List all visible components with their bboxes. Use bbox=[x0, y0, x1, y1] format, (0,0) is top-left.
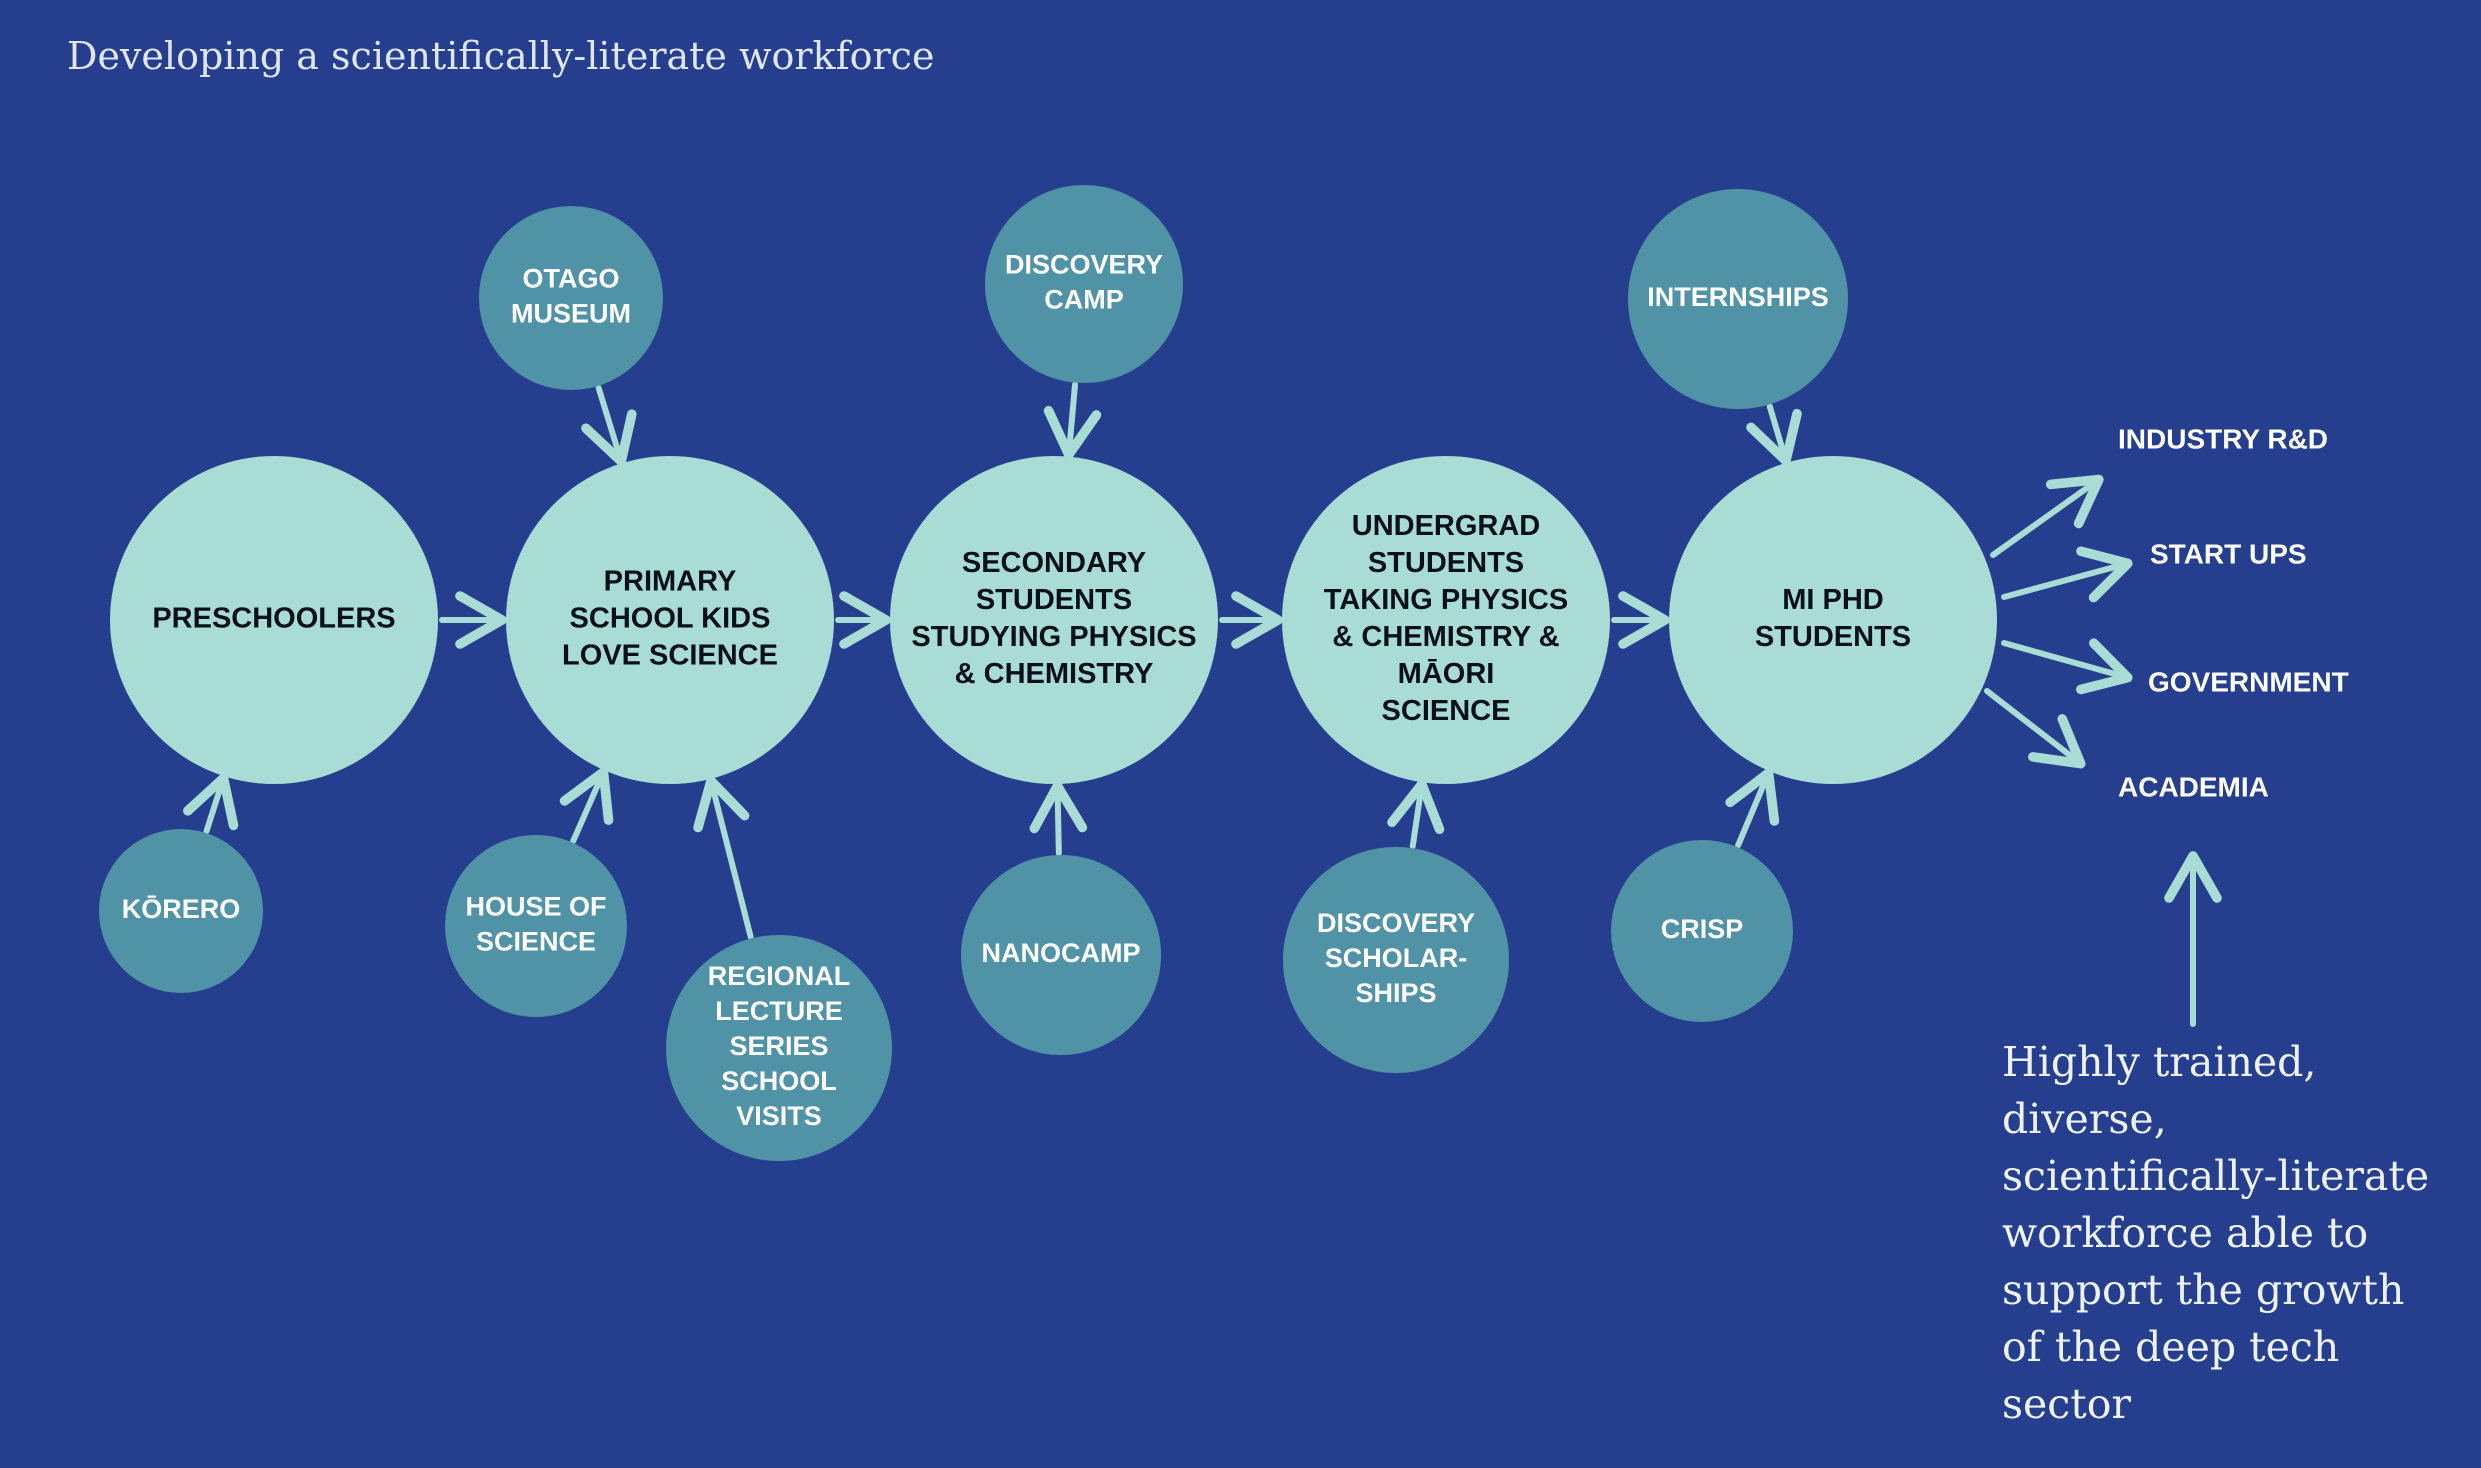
stage-undergrad-label-line: STUDENTS bbox=[1368, 547, 1524, 579]
feeder-node-house-of-science: HOUSE OF SCIENCE bbox=[445, 835, 627, 1017]
diagram-title: Developing a scientifically-literate wor… bbox=[67, 34, 935, 78]
feeder-korero-label-line: KŌRERO bbox=[122, 894, 241, 924]
feeder-regional-lecture-label-line: SCHOOL bbox=[721, 1066, 837, 1096]
feeder-circle-crisp bbox=[1611, 840, 1793, 1022]
feeder-nanocamp-label-line: NANOCAMP bbox=[982, 938, 1141, 968]
stage-preschoolers-label-line: PRESCHOOLERS bbox=[152, 603, 395, 635]
stage-circle-mi-phd bbox=[1669, 456, 1997, 784]
feeder-node-regional-lecture: REGIONAL LECTURE SERIES SCHOOL VISITS bbox=[666, 935, 892, 1161]
feeder-arrow-korero bbox=[183, 773, 239, 834]
feeder-circle-otago-museum bbox=[479, 206, 663, 390]
summary-line: workforce able to bbox=[2002, 1209, 2369, 1257]
summary-line: sector bbox=[2002, 1380, 2132, 1428]
summary-line: scientifically-literate bbox=[2002, 1152, 2430, 1200]
feeder-node-nanocamp: NANOCAMP bbox=[961, 855, 1161, 1055]
feeder-arrow-regional-lecture bbox=[693, 776, 754, 940]
stage-undergrad-label-line: MĀORI bbox=[1398, 658, 1495, 690]
feeder-regional-lecture-label-line: SERIES bbox=[729, 1031, 828, 1061]
feeder-discovery-camp-label-line: CAMP bbox=[1044, 285, 1124, 315]
outcome-label-government: GOVERNMENT bbox=[2148, 666, 2349, 697]
feeder-regional-lecture-label-line: VISITS bbox=[736, 1101, 822, 1131]
feeder-arrow-discovery-camp bbox=[1043, 381, 1102, 460]
stage-circle-secondary bbox=[890, 456, 1218, 784]
feeder-circle-discovery-camp bbox=[985, 185, 1183, 383]
stage-node-mi-phd: MI PHD STUDENTS bbox=[1669, 456, 1997, 784]
feeder-arrow-discovery-scholarships bbox=[1387, 779, 1445, 850]
feeder-crisp-label-line: CRISP bbox=[1661, 914, 1744, 944]
feeder-node-otago-museum: OTAGO MUSEUM bbox=[479, 206, 663, 390]
stage-node-primary: PRIMARY SCHOOL KIDS LOVE SCIENCE bbox=[506, 456, 834, 784]
feeder-circle-regional-lecture bbox=[666, 935, 892, 1161]
stage-primary-label-line: SCHOOL KIDS bbox=[570, 603, 771, 635]
feeder-otago-museum-label-line: MUSEUM bbox=[511, 299, 631, 329]
feeder-arrow-internships bbox=[1746, 403, 1802, 466]
outcome-arrow-start-ups bbox=[2001, 546, 2133, 603]
feeder-node-discovery-camp: DISCOVERY CAMP bbox=[985, 185, 1183, 383]
stage-node-preschoolers: PRESCHOOLERS bbox=[110, 456, 438, 784]
stage-node-undergrad: UNDERGRAD STUDENTS TAKING PHYSICS & CHEMIST… bbox=[1282, 456, 1610, 784]
feeder-circle-internships bbox=[1628, 189, 1848, 409]
feeder-arrow-house-of-science bbox=[559, 767, 614, 844]
feeder-house-of-science-label-line: SCIENCE bbox=[476, 927, 596, 957]
summary-line: support the growth bbox=[2002, 1266, 2405, 1314]
summary-text: Highly trained, diverse, scientifically-li… bbox=[2002, 1034, 2472, 1433]
outcome-label-industry-rd: INDUSTRY R&D bbox=[2118, 423, 2328, 454]
summary-line: Highly trained, bbox=[2002, 1038, 2317, 1086]
stage-mi-phd-label-line: MI PHD bbox=[1782, 584, 1884, 616]
summary-line: diverse, bbox=[2002, 1095, 2167, 1143]
stage-primary-label-line: LOVE SCIENCE bbox=[562, 640, 778, 672]
stage-circle-primary bbox=[506, 456, 834, 784]
stage-primary-label-line: PRIMARY bbox=[604, 566, 737, 598]
feeder-node-discovery-scholarships: DISCOVERY SCHOLAR- SHIPS bbox=[1283, 847, 1509, 1073]
outcome-arrow-academia bbox=[1984, 688, 2086, 769]
stage-undergrad-label-line: SCIENCE bbox=[1382, 695, 1511, 727]
feeder-arrow-crisp bbox=[1725, 768, 1780, 849]
outcome-label-start-ups: START UPS bbox=[2150, 538, 2307, 569]
stage-undergrad-label-line: & CHEMISTRY & bbox=[1332, 621, 1559, 653]
outcome-label-academia: ACADEMIA bbox=[2118, 771, 2269, 802]
stage-secondary-label-line: STUDYING PHYSICS bbox=[911, 621, 1196, 653]
stage-circle-undergrad bbox=[1282, 456, 1610, 784]
feeder-discovery-scholarships-label-line: SCHOLAR- bbox=[1325, 943, 1468, 973]
stage-node-secondary: SECONDARY STUDENTS STUDYING PHYSICS & CHEMI… bbox=[890, 456, 1218, 784]
summary-line: of the deep tech bbox=[2002, 1323, 2340, 1371]
feeder-node-crisp: CRISP bbox=[1611, 840, 1793, 1022]
feeder-circle-house-of-science bbox=[445, 835, 627, 1017]
outcome-arrow-industry-rd bbox=[1990, 474, 2104, 558]
stage-secondary-label-line: & CHEMISTRY bbox=[955, 658, 1154, 690]
feeder-circle-nanocamp bbox=[961, 855, 1161, 1055]
feeder-internships-label-line: INTERNSHIPS bbox=[1647, 282, 1829, 312]
feeder-discovery-scholarships-label-line: DISCOVERY bbox=[1317, 908, 1475, 938]
stage-circle-preschoolers bbox=[110, 456, 438, 784]
feeder-discovery-scholarships-label-line: SHIPS bbox=[1355, 978, 1436, 1008]
feeder-regional-lecture-label-line: LECTURE bbox=[715, 996, 843, 1026]
feeder-house-of-science-label-line: HOUSE OF bbox=[465, 892, 606, 922]
feeder-otago-museum-label-line: OTAGO bbox=[523, 264, 620, 294]
feeder-node-internships: INTERNSHIPS bbox=[1628, 189, 1848, 409]
feeder-discovery-camp-label-line: DISCOVERY bbox=[1005, 250, 1163, 280]
feeder-circle-korero bbox=[99, 829, 263, 993]
feeder-arrow-otago-museum bbox=[581, 384, 637, 467]
stage-undergrad-label-line: TAKING PHYSICS bbox=[1324, 584, 1568, 616]
feeder-regional-lecture-label-line: REGIONAL bbox=[708, 961, 851, 991]
stage-mi-phd-label-line: STUDENTS bbox=[1755, 621, 1911, 653]
stage-undergrad-label-line: UNDERGRAD bbox=[1352, 510, 1541, 542]
feeder-circle-discovery-scholarships bbox=[1283, 847, 1509, 1073]
feeder-node-korero: KŌRERO bbox=[99, 829, 263, 993]
outcome-arrow-government bbox=[2001, 638, 2133, 695]
stage-secondary-label-line: STUDENTS bbox=[976, 584, 1132, 616]
stage-secondary-label-line: SECONDARY bbox=[962, 547, 1146, 579]
feeder-arrow-nanocamp bbox=[1029, 781, 1088, 857]
